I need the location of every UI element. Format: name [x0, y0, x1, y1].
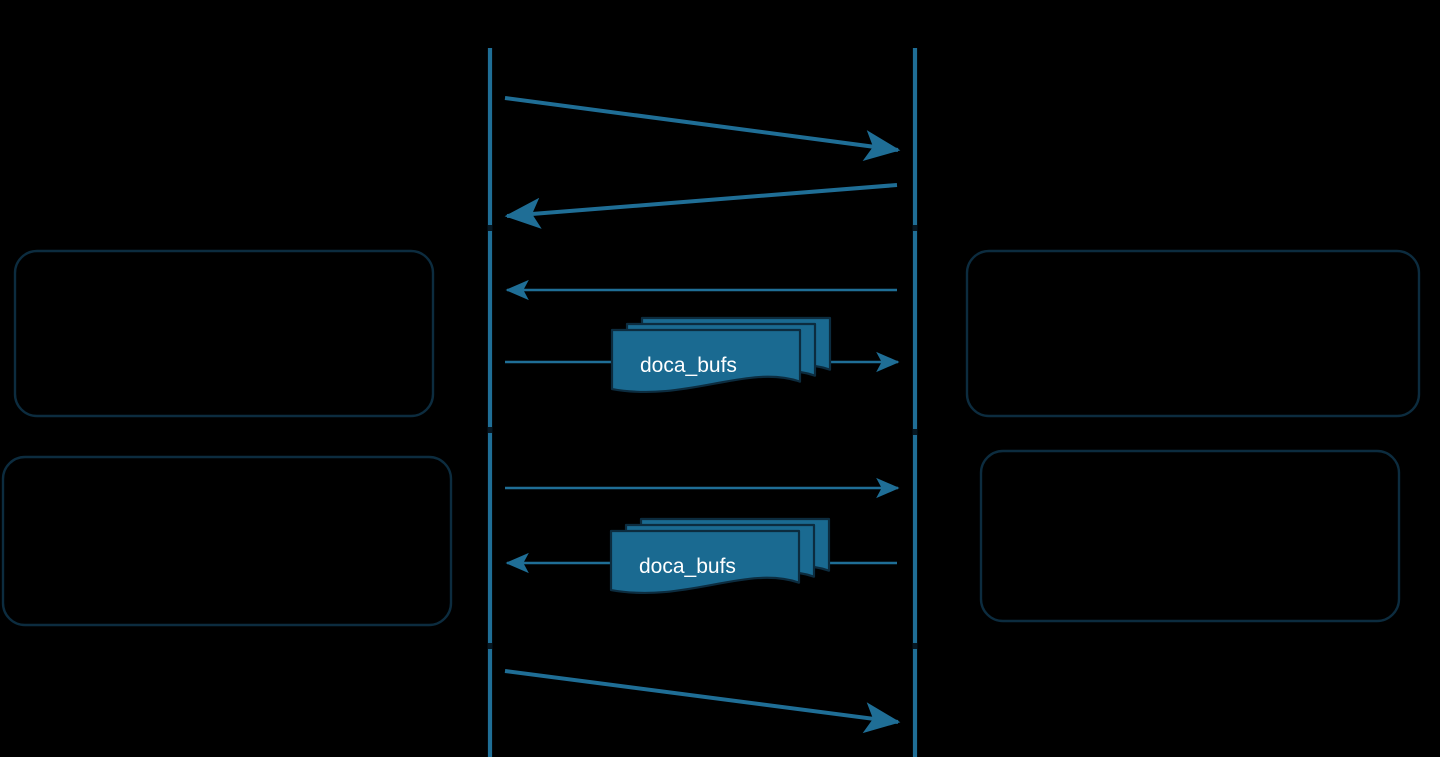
- msg-7[interactable]: [504, 669, 901, 734]
- msg-1[interactable]: [504, 96, 901, 162]
- box-right-top[interactable]: [965, 249, 1421, 418]
- box-left-top-label: [14, 250, 434, 417]
- docstack-bottom-sheet-3: [609, 529, 801, 595]
- docstack-top[interactable]: [610, 316, 832, 394]
- msg-2[interactable]: [504, 183, 898, 229]
- box-right-bottom-label: [980, 450, 1400, 622]
- box-right-top-label: [966, 250, 1420, 417]
- box-right-bottom[interactable]: [979, 449, 1401, 623]
- box-left-bottom-label: [2, 456, 452, 626]
- docstack-bottom[interactable]: [609, 517, 831, 595]
- box-left-top[interactable]: [13, 249, 435, 418]
- box-left-bottom[interactable]: [1, 455, 453, 627]
- docstack-top-sheet-3: [610, 328, 802, 394]
